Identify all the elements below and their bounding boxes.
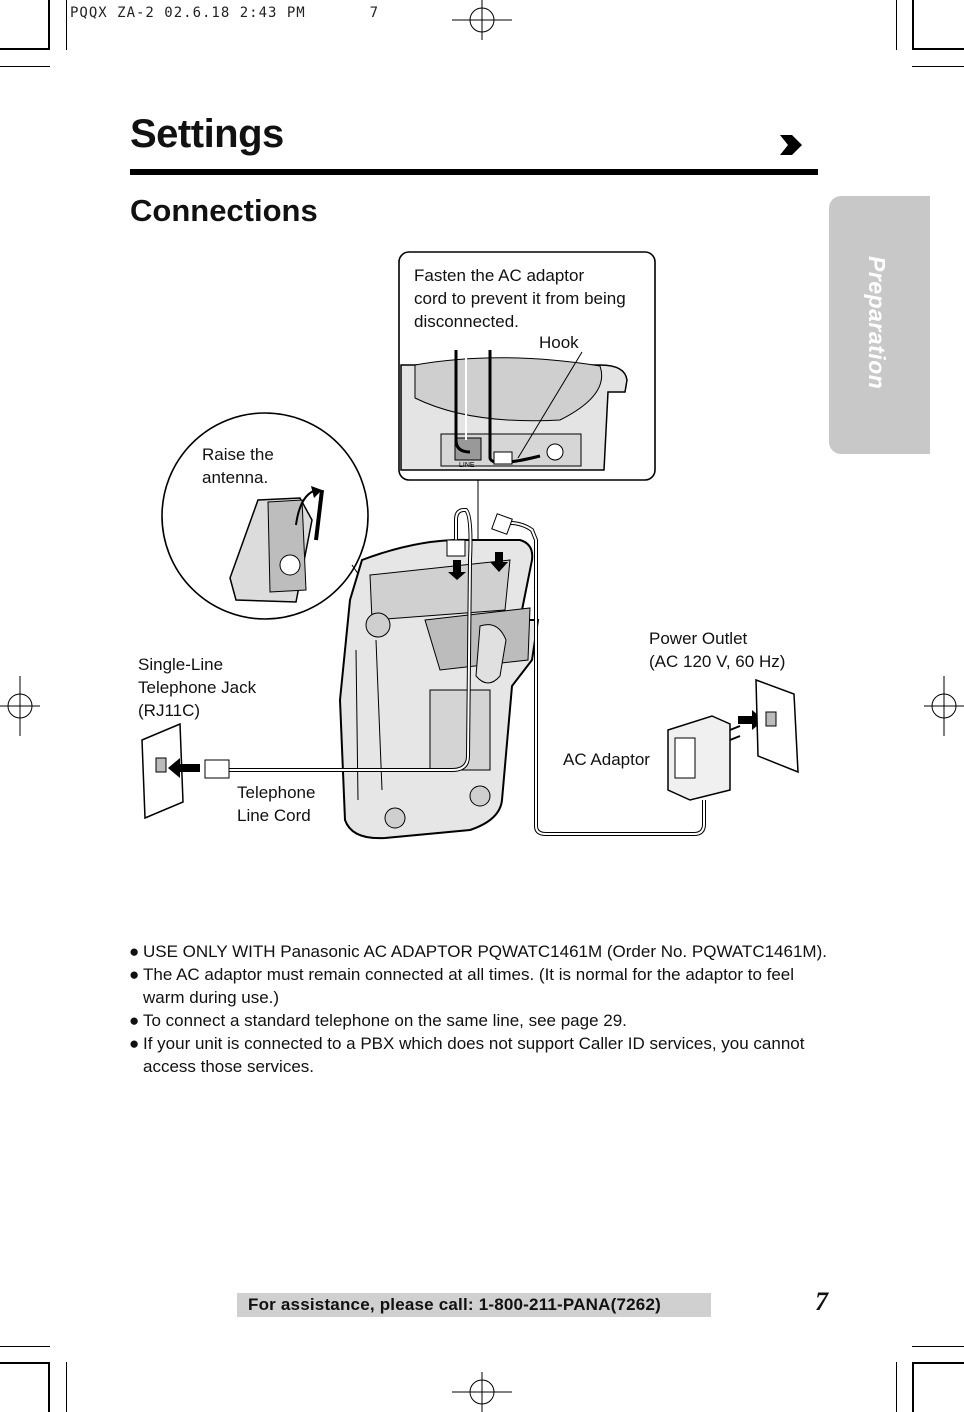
registration-mark-icon bbox=[924, 676, 964, 736]
note-text: The AC adaptor must remain connected at … bbox=[143, 965, 795, 1007]
section-tab bbox=[829, 196, 930, 454]
outlet-label-line: Power Outlet bbox=[649, 629, 748, 648]
cord-label-line: Telephone bbox=[237, 783, 316, 802]
crop-mark bbox=[912, 66, 964, 67]
ac-adaptor-label: AC Adaptor bbox=[563, 750, 650, 769]
callout-line: disconnected. bbox=[414, 312, 519, 331]
hook-label: Hook bbox=[539, 333, 579, 352]
crop-mark bbox=[912, 1362, 914, 1412]
registration-mark-icon bbox=[0, 676, 40, 736]
page-number: 7 bbox=[815, 1287, 828, 1316]
note-text: To connect a standard telephone on the s… bbox=[143, 1011, 627, 1030]
callout-line: Fasten the AC adaptor bbox=[414, 266, 585, 285]
jack-label-line: Single-Line bbox=[138, 655, 224, 674]
crop-mark bbox=[0, 66, 50, 67]
title-rule bbox=[130, 169, 818, 175]
outlet-label-line: (AC 120 V, 60 Hz) bbox=[649, 652, 786, 671]
telephone-jack-label: Single-Line Telephone Jack (RJ11C) bbox=[138, 653, 256, 722]
callout-text: Fasten the AC adaptor cord to prevent it… bbox=[414, 264, 626, 333]
note-text: USE ONLY WITH Panasonic AC ADAPTOR PQWAT… bbox=[143, 942, 827, 961]
list-item: ●To connect a standard telephone on the … bbox=[129, 1009, 829, 1032]
bullet-icon: ● bbox=[129, 942, 140, 961]
registration-mark-icon bbox=[452, 0, 512, 40]
page-title: Settings bbox=[130, 112, 284, 156]
connection-diagram: LINE bbox=[141, 251, 799, 840]
list-item: ●If your unit is connected to a PBX whic… bbox=[129, 1032, 829, 1078]
list-item: ●The AC adaptor must remain connected at… bbox=[129, 963, 829, 1009]
crop-mark bbox=[0, 1346, 50, 1347]
power-outlet-label: Power Outlet (AC 120 V, 60 Hz) bbox=[649, 627, 785, 673]
continue-arrow-icon bbox=[780, 135, 802, 155]
crop-mark bbox=[0, 1362, 50, 1364]
crop-mark bbox=[912, 0, 914, 50]
crop-mark bbox=[912, 1346, 964, 1347]
antenna-label: Raise the antenna. bbox=[202, 443, 274, 489]
assistance-text: For assistance, please call: 1-800-211-P… bbox=[248, 1295, 661, 1314]
bullet-icon: ● bbox=[129, 965, 140, 984]
antenna-label-line: antenna. bbox=[202, 468, 269, 487]
bullet-icon: ● bbox=[129, 1034, 140, 1053]
crop-mark bbox=[66, 0, 67, 50]
callout-line: cord to prevent it from being bbox=[414, 289, 626, 308]
list-item: ●USE ONLY WITH Panasonic AC ADAPTOR PQWA… bbox=[129, 940, 829, 963]
crop-mark bbox=[896, 0, 897, 50]
note-text: If your unit is connected to a PBX which… bbox=[143, 1034, 805, 1076]
line-cord-label: Telephone Line Cord bbox=[237, 781, 315, 827]
antenna-label-line: Raise the bbox=[202, 445, 274, 464]
notes-list: ●USE ONLY WITH Panasonic AC ADAPTOR PQWA… bbox=[129, 940, 829, 1078]
jack-label-line: (RJ11C) bbox=[138, 701, 201, 720]
section-title: Connections bbox=[130, 193, 318, 228]
bullet-icon: ● bbox=[129, 1011, 140, 1030]
line-jack-marking: LINE bbox=[459, 462, 475, 469]
section-tab-label: Preparation bbox=[864, 256, 890, 390]
crop-mark bbox=[48, 0, 50, 50]
assistance-banner bbox=[237, 1293, 711, 1317]
print-slug: PQQX ZA-2 02.6.18 2:43 PM 7 bbox=[70, 5, 380, 21]
registration-mark-icon bbox=[452, 1372, 512, 1412]
crop-mark bbox=[48, 1362, 50, 1412]
cord-label-line: Line Cord bbox=[237, 806, 311, 825]
jack-label-line: Telephone Jack bbox=[138, 678, 257, 697]
crop-mark bbox=[912, 1362, 964, 1364]
crop-mark bbox=[896, 1362, 897, 1412]
crop-mark bbox=[66, 1362, 67, 1412]
crop-mark bbox=[912, 48, 964, 50]
crop-mark bbox=[0, 48, 50, 50]
